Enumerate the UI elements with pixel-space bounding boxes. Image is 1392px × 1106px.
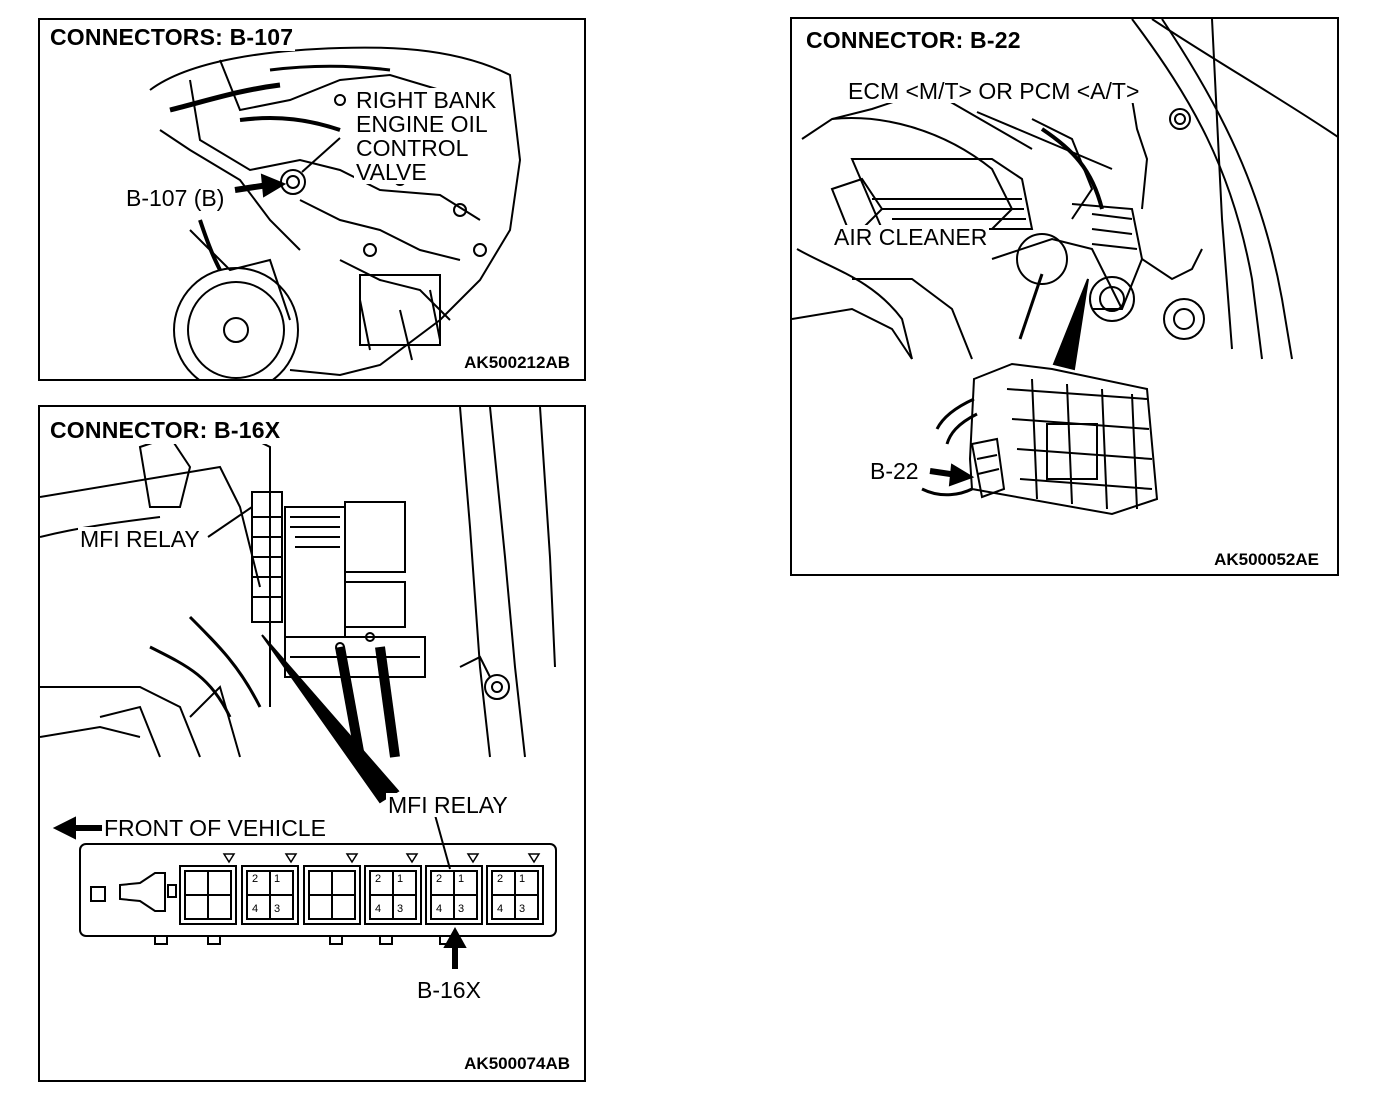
figure-id: AK500052AE <box>1214 550 1319 569</box>
relay-label-detail: MFI RELAY <box>386 792 510 818</box>
panel-title: CONNECTOR: B-16X <box>48 417 283 444</box>
terminal-number: 3 <box>274 903 281 915</box>
terminal-number: 4 <box>375 903 382 915</box>
terminal-number: 2 <box>497 873 504 885</box>
connector-label: B-22 <box>870 458 919 484</box>
engine-illustration <box>149 46 522 379</box>
valve-callout: RIGHT BANK ENGINE OIL CONTROL VALVE <box>354 87 499 185</box>
connector-label: B-16X <box>417 977 481 1003</box>
callout-line: RIGHT BANK <box>356 87 497 113</box>
relay-sockets <box>179 865 544 925</box>
figure-id: AK500212AB <box>464 353 570 372</box>
terminal-number: 1 <box>458 873 465 885</box>
callout-line: VALVE <box>356 159 427 185</box>
relay-box-illustration <box>40 407 557 969</box>
ecm-label: ECM <M/T> OR PCM <A/T> <box>846 78 1142 104</box>
terminal-number: 1 <box>274 873 281 885</box>
terminal-number: 1 <box>519 873 526 885</box>
terminal-number: 3 <box>519 903 526 915</box>
terminal-number: 1 <box>397 873 404 885</box>
terminal-number: 3 <box>458 903 465 915</box>
terminal-number: 4 <box>497 903 504 915</box>
terminal-number: 2 <box>252 873 259 885</box>
figure-id: AK500074AB <box>464 1054 570 1073</box>
terminal-number: 3 <box>397 903 404 915</box>
terminal-number: 2 <box>375 873 382 885</box>
callout-line: CONTROL <box>356 135 469 161</box>
terminal-number: 2 <box>436 873 443 885</box>
panel-title: CONNECTOR: B-22 <box>804 27 1023 54</box>
panel-b22: CONNECTOR: B-22 ECM <M/T> OR PCM <A/T> A… <box>790 17 1339 576</box>
panel-b16x: 2 1 4 3 2 1 4 3 2 1 4 3 2 1 4 3 CONNECTO… <box>38 405 586 1082</box>
terminal-number: 4 <box>252 903 259 915</box>
front-of-vehicle-label: FRONT OF VEHICLE <box>104 815 326 841</box>
connector-label: B-107 (B) <box>124 185 227 211</box>
callout-line: ENGINE OIL <box>356 111 488 137</box>
air-cleaner-label: AIR CLEANER <box>832 224 990 250</box>
terminal-number: 4 <box>436 903 443 915</box>
panel-title: CONNECTORS: B-107 <box>48 24 296 51</box>
panel-b107: CONNECTORS: B-107 RIGHT BANK ENGINE OIL … <box>38 18 586 381</box>
ecm-illustration <box>792 19 1337 516</box>
relay-label-top: MFI RELAY <box>78 526 202 552</box>
